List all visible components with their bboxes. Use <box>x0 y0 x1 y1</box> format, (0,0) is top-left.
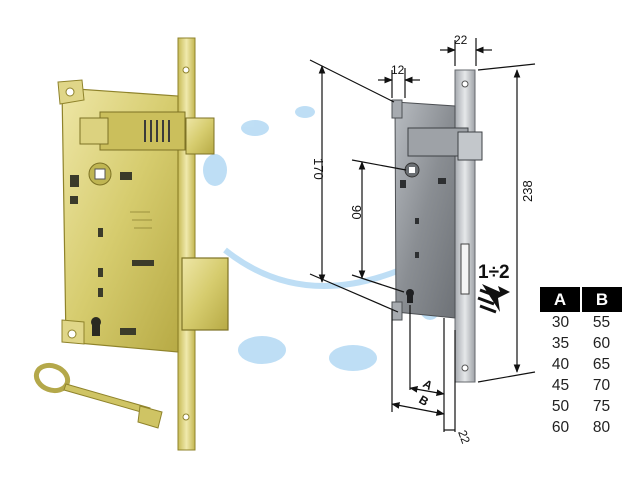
dim-label-170: 170 <box>311 158 326 180</box>
key-illustration <box>33 362 163 429</box>
dim-label-22-bottom: 22 <box>455 428 473 446</box>
cell-b: 70 <box>592 376 611 394</box>
cell-b: 55 <box>592 313 611 331</box>
faceplate-screw-hole <box>182 66 190 74</box>
table-row: 50 75 <box>540 396 622 417</box>
faceplate-latch-slot <box>460 243 470 295</box>
latch-housing <box>99 111 186 151</box>
steel-latch-bolt <box>457 131 483 161</box>
table-row: 35 60 <box>540 333 622 354</box>
cell-b: 65 <box>592 355 611 373</box>
cell-b: 75 <box>592 397 611 415</box>
latch-bolt <box>185 117 215 155</box>
table-row: 45 70 <box>540 375 622 396</box>
cell-a: 30 <box>551 313 570 331</box>
keyhole <box>91 317 101 336</box>
dim-label-12: 12 <box>391 63 405 77</box>
table-row: 60 80 <box>540 417 622 438</box>
steel-faceplate <box>454 69 476 383</box>
steel-lock-body <box>391 69 483 383</box>
brass-faceplate <box>177 37 196 451</box>
key-shaft <box>63 383 151 415</box>
dim-label-90: 90 <box>349 205 364 219</box>
direction-arrow-icon <box>477 284 510 314</box>
dim-label-22-top: 22 <box>454 33 468 47</box>
header-a: A <box>540 287 582 312</box>
cell-a: 60 <box>551 418 570 436</box>
brass-case <box>61 87 179 353</box>
table-row: 30 55 <box>540 312 622 333</box>
table-row: 40 65 <box>540 354 622 375</box>
latch-spring <box>144 120 170 142</box>
steel-keyhole <box>406 289 414 303</box>
cell-b: 80 <box>592 418 611 436</box>
cell-a: 50 <box>551 397 570 415</box>
key-bow <box>33 362 71 394</box>
key-bit <box>137 405 163 429</box>
brass-lock-body <box>57 37 229 451</box>
header-b: B <box>581 287 622 312</box>
size-table-header: A B <box>540 287 622 312</box>
cell-a: 35 <box>551 334 570 352</box>
dim-label-238: 238 <box>520 180 535 202</box>
dead-bolt <box>181 257 229 331</box>
dimension-lines <box>309 38 536 432</box>
ratio-label: 1÷2 <box>478 262 510 283</box>
size-table: A B 30 55 35 60 40 65 45 70 50 75 60 80 <box>540 287 622 438</box>
cell-b: 60 <box>592 334 611 352</box>
faceplate-screw-hole <box>182 413 190 421</box>
cell-a: 45 <box>551 376 570 394</box>
dim-label-b: B <box>417 392 432 409</box>
cell-a: 40 <box>551 355 570 373</box>
follower-square-hole <box>94 168 106 180</box>
